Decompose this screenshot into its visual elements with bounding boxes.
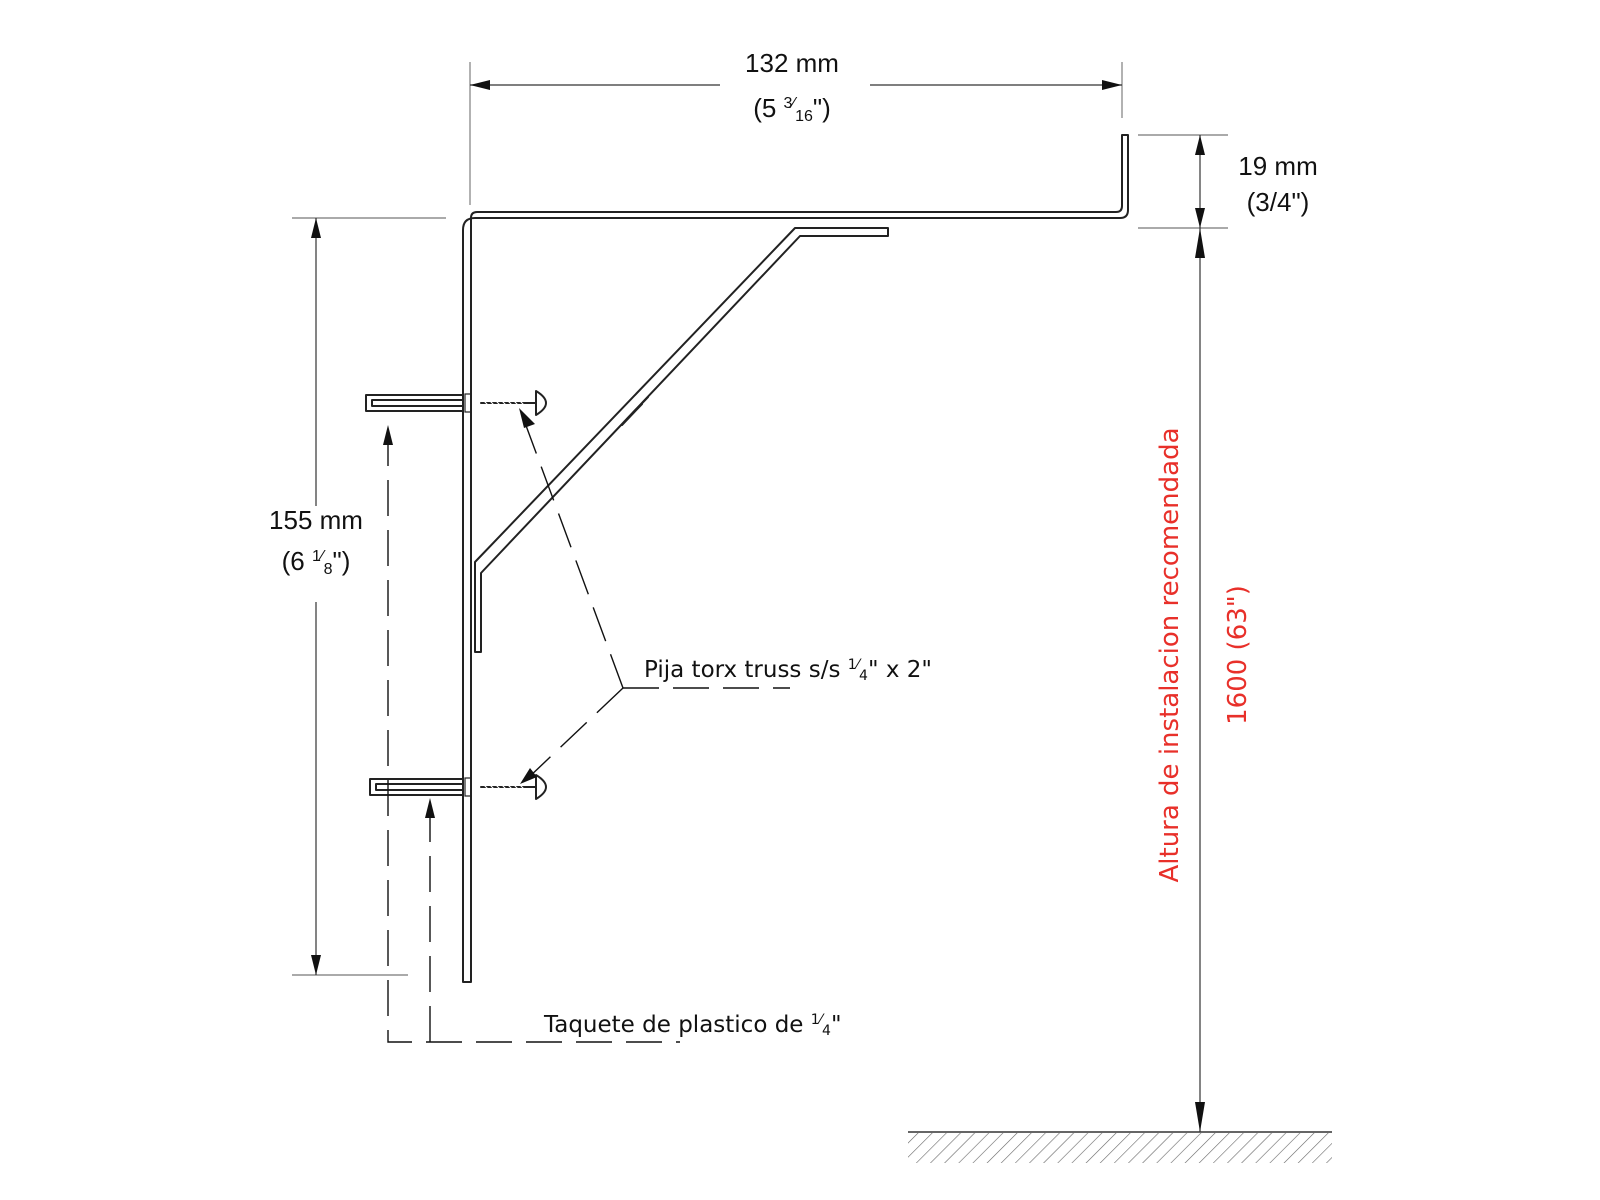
anchor-callout-leaders — [383, 425, 680, 1043]
lower-wall-anchor — [369, 777, 472, 797]
lip-mm-label: 19 mm — [1238, 151, 1317, 181]
floor-hatch — [908, 1131, 1332, 1163]
lower-screw — [480, 774, 547, 800]
lip-in-label: (3/4") — [1247, 187, 1310, 217]
height-dimension: 155 mm (6 1⁄8") — [269, 217, 446, 976]
screw-callout-leaders — [519, 408, 790, 784]
anchor-callout-label: Taquete de plastico de 1⁄4" — [543, 1012, 842, 1039]
height-in-label: (6 1⁄8") — [282, 546, 351, 578]
width-in-label: (5 3⁄16") — [753, 93, 831, 125]
screw-callout-label: Pija torx truss s/s 1⁄4" x 2" — [644, 657, 932, 684]
width-dimension: 132 mm (5 3⁄16") — [469, 48, 1123, 205]
upper-wall-anchor — [365, 393, 472, 413]
lip-dimension: 19 mm (3/4") — [1138, 134, 1318, 229]
height-mm-label: 155 mm — [269, 505, 363, 535]
width-mm-label: 132 mm — [745, 48, 839, 78]
installation-height-value: 1600 (63") — [1223, 585, 1253, 725]
installation-height-dimension — [1195, 228, 1205, 1132]
upper-screw — [480, 390, 547, 416]
bracket-profile — [462, 134, 1129, 983]
installation-height-title: Altura de instalacion recomendada — [1155, 427, 1185, 882]
